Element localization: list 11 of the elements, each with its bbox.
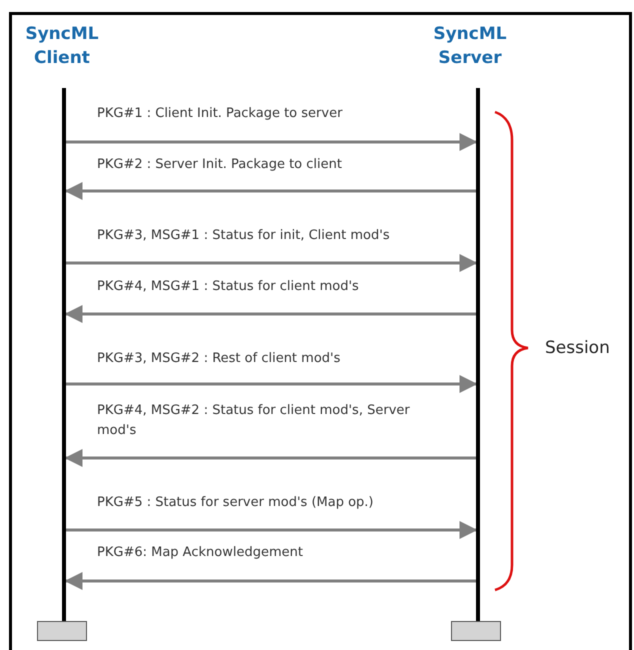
- arrow: [64, 572, 476, 590]
- arrow: [66, 254, 478, 272]
- arrow: [66, 521, 478, 539]
- arrow: [64, 182, 476, 200]
- arrow: [64, 449, 476, 467]
- arrow: [66, 133, 478, 151]
- arrow: [64, 305, 476, 323]
- participant-label: SyncML Server: [432, 23, 508, 70]
- arrow: [66, 375, 478, 393]
- participant-label: SyncML Client: [24, 23, 100, 70]
- bracket-label: Session: [545, 337, 610, 360]
